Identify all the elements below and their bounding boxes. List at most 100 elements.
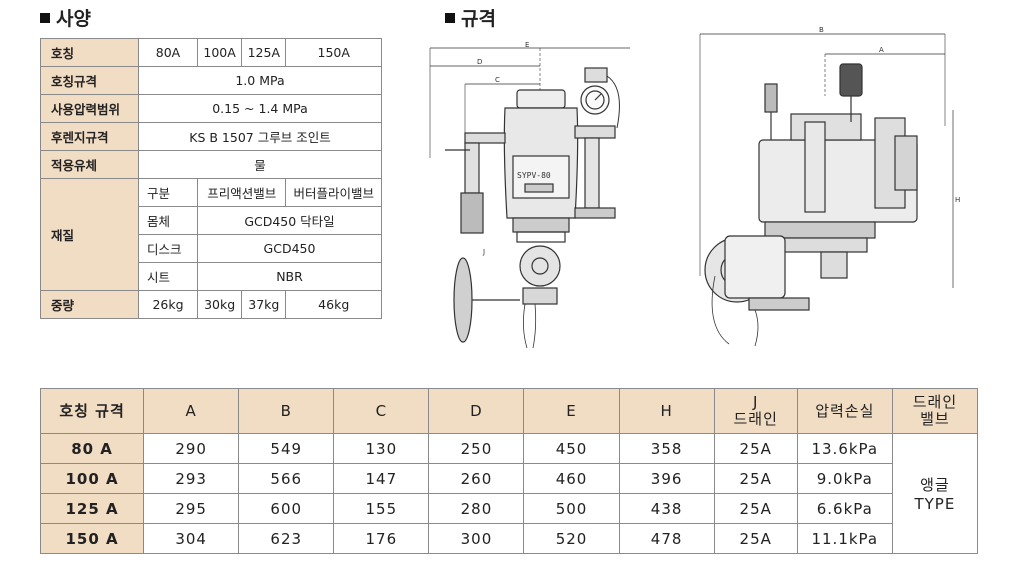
row-size: 80 A <box>39 433 145 464</box>
row-size: 150 A <box>39 523 145 554</box>
rating-value: 1.0 MPa <box>138 66 382 95</box>
row-size: 100 A <box>39 463 145 494</box>
rating-label: 호칭규격 <box>40 66 139 95</box>
dimension-header-row: 호칭 규격 A B C D E H J 드래인 압력손실 드래인 밸브 <box>39 388 979 434</box>
valve-side-view-drawing: B A H <box>699 26 960 347</box>
size-cell: 150A <box>285 38 382 67</box>
cell-d: 250 <box>428 433 525 464</box>
material-value: NBR <box>197 262 382 291</box>
header-drain-line2: 밸브 <box>920 410 950 428</box>
weight-cell: 46kg <box>285 290 382 319</box>
dim-label-b: B <box>819 26 824 34</box>
dim-label-j: J <box>482 248 485 256</box>
header-h: H <box>618 388 715 434</box>
spec-heading-text: 사양 <box>56 8 91 30</box>
weight-cell: 37kg <box>241 290 287 319</box>
cell-j: 25A <box>713 493 798 524</box>
material-part: 몸체 <box>138 206 198 235</box>
cell-c: 155 <box>333 493 430 524</box>
cell-b: 600 <box>238 493 335 524</box>
cell-d: 280 <box>428 493 525 524</box>
spec-row-fluid: 적용유체 물 <box>40 150 382 179</box>
dimension-heading: 규격 <box>445 4 496 31</box>
cell-e: 520 <box>523 523 620 554</box>
header-pressure-loss: 압력손실 <box>796 388 893 434</box>
weight-cell: 30kg <box>196 290 243 319</box>
cell-b: 566 <box>238 463 335 494</box>
cell-loss: 11.1kPa <box>796 523 893 554</box>
weight-label: 중량 <box>40 290 139 319</box>
size-cell: 125A <box>241 38 287 67</box>
header-j-line2: 드래인 <box>733 410 778 428</box>
spec-table: 호칭 80A 100A 125A 150A 호칭규격 1.0 MPa 사용압력범… <box>40 38 382 319</box>
spec-row-material-seat: 시트 NBR <box>41 262 382 291</box>
table-row: 150 A 304 623 176 300 520 478 25A 11.1kP… <box>39 523 978 554</box>
flange-label: 후렌지규격 <box>40 122 139 151</box>
cell-b: 549 <box>238 433 335 464</box>
valve-model-label: SYPV-80 <box>517 171 551 180</box>
header-drain-valve: 드래인 밸브 <box>891 388 979 434</box>
spec-row-flange: 후렌지규격 KS B 1507 그루브 조인트 <box>40 122 382 151</box>
dim-label-e: E <box>525 41 529 49</box>
valve-front-view-drawing: E D C SYPV-80 J <box>429 41 630 349</box>
dim-label-h: H <box>955 196 960 204</box>
square-bullet-icon <box>445 12 455 23</box>
dim-label-c: C <box>495 76 500 84</box>
header-e: E <box>523 388 620 434</box>
spec-heading: 사양 <box>40 4 91 31</box>
material-part: 디스크 <box>138 234 198 263</box>
header-j-line1: J <box>752 393 759 411</box>
cell-loss: 6.6kPa <box>796 493 893 524</box>
drain-type-line1: 앵글 <box>920 476 950 494</box>
table-row: 100 A 293 566 147 260 460 396 25A 9.0kPa <box>39 463 978 494</box>
material-value: GCD450 <box>197 234 382 263</box>
cell-h: 396 <box>618 463 715 494</box>
cell-j: 25A <box>713 463 798 494</box>
header-j: J 드래인 <box>713 388 798 434</box>
spec-row-nominal: 호칭 80A 100A 125A 150A <box>40 38 382 67</box>
header-c: C <box>333 388 430 434</box>
spec-row-weight: 중량 26kg 30kg 37kg 46kg <box>40 290 382 319</box>
dim-label-d: D <box>477 58 482 66</box>
cell-a: 304 <box>143 523 240 554</box>
spec-row-rating: 호칭규격 1.0 MPa <box>40 66 382 95</box>
row-size: 125 A <box>39 493 145 524</box>
cell-j: 25A <box>713 433 798 464</box>
header-drain-line1: 드래인 <box>912 393 958 411</box>
cell-a: 290 <box>143 433 240 464</box>
cell-loss: 9.0kPa <box>796 463 893 494</box>
nominal-label: 호칭 <box>40 38 139 67</box>
size-cell: 80A <box>138 38 198 67</box>
cell-h: 438 <box>618 493 715 524</box>
flange-value: KS B 1507 그루브 조인트 <box>138 122 382 151</box>
table-row: 80 A 290 549 130 250 450 358 25A 13.6kPa… <box>39 433 979 554</box>
header-a: A <box>143 388 240 434</box>
cell-h: 478 <box>618 523 715 554</box>
cell-e: 500 <box>523 493 620 524</box>
cell-d: 300 <box>428 523 525 554</box>
material-value: 버터플라이밸브 <box>285 178 382 207</box>
spec-row-pressure: 사용압력범위 0.15 ~ 1.4 MPa <box>40 94 382 123</box>
dimension-table: 호칭 규격 A B C D E H J 드래인 압력손실 드래인 밸브 80 A… <box>39 388 979 554</box>
material-part: 시트 <box>138 262 198 291</box>
material-value: GCD450 닥타일 <box>197 206 382 235</box>
cell-c: 176 <box>333 523 430 554</box>
cell-e: 460 <box>523 463 620 494</box>
cell-h: 358 <box>618 433 715 464</box>
drain-type-line2: TYPE <box>914 495 956 513</box>
dimension-heading-text: 규격 <box>461 8 496 30</box>
material-part: 구분 <box>138 178 198 207</box>
material-label: 재질 <box>40 178 139 291</box>
size-cell: 100A <box>196 38 243 67</box>
pressure-label: 사용압력범위 <box>40 94 139 123</box>
cell-a: 293 <box>143 463 240 494</box>
cell-b: 623 <box>238 523 335 554</box>
material-value: 프리액션밸브 <box>196 178 287 207</box>
fluid-label: 적용유체 <box>40 150 139 179</box>
header-b: B <box>238 388 335 434</box>
dim-label-a: A <box>879 46 884 54</box>
cell-c: 147 <box>333 463 430 494</box>
table-row: 125 A 295 600 155 280 500 438 25A 6.6kPa <box>39 493 978 524</box>
weight-cell: 26kg <box>138 290 198 319</box>
cell-d: 260 <box>428 463 525 494</box>
